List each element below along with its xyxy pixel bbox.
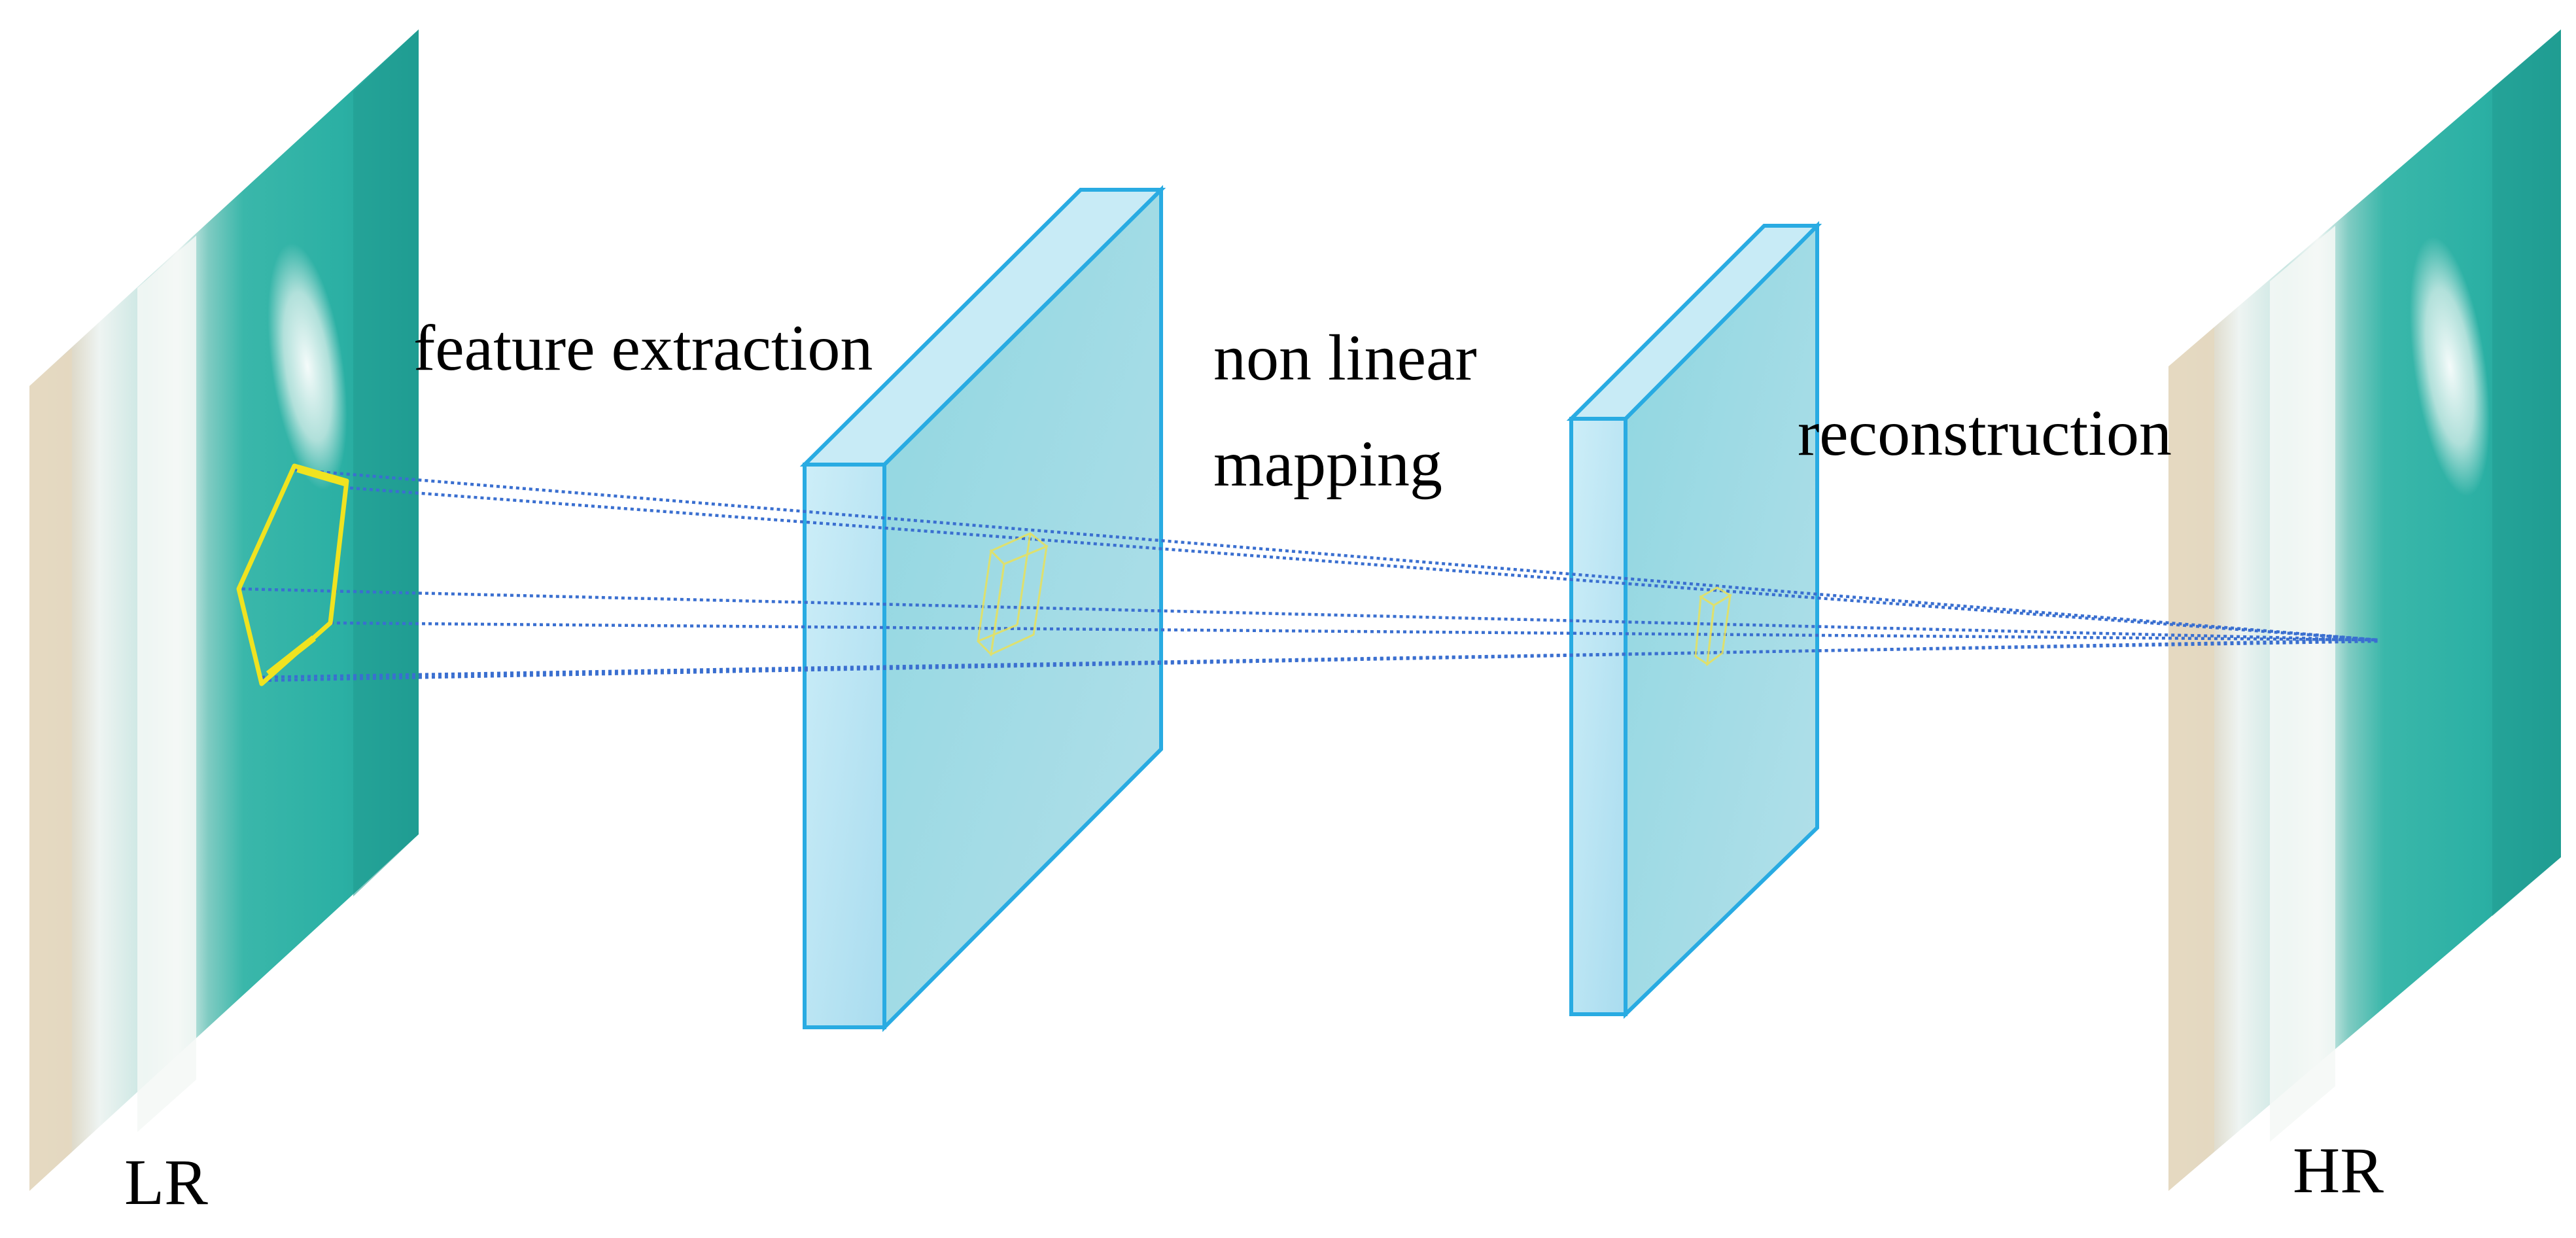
lr-patch-outline bbox=[236, 463, 349, 686]
layer2-patch-cube bbox=[1694, 586, 1732, 667]
non-linear-label-line1: non linear bbox=[1213, 321, 1477, 394]
non-linear-mapping-layer bbox=[1566, 221, 1822, 1019]
feature-extraction-label: feature extraction bbox=[413, 311, 873, 384]
layer2-front-face bbox=[1569, 417, 1627, 1016]
projection-lines bbox=[241, 468, 2378, 682]
layer1-patch-cube bbox=[977, 532, 1049, 657]
hr-image bbox=[2168, 29, 2561, 1191]
reconstruction-label: reconstruction bbox=[1798, 397, 2172, 469]
hr-label: HR bbox=[2293, 1134, 2384, 1207]
non-linear-label-line2: mapping bbox=[1213, 427, 1442, 500]
layer1-front-face bbox=[803, 463, 886, 1029]
lr-image bbox=[29, 29, 419, 1191]
lr-label: LR bbox=[124, 1146, 208, 1218]
